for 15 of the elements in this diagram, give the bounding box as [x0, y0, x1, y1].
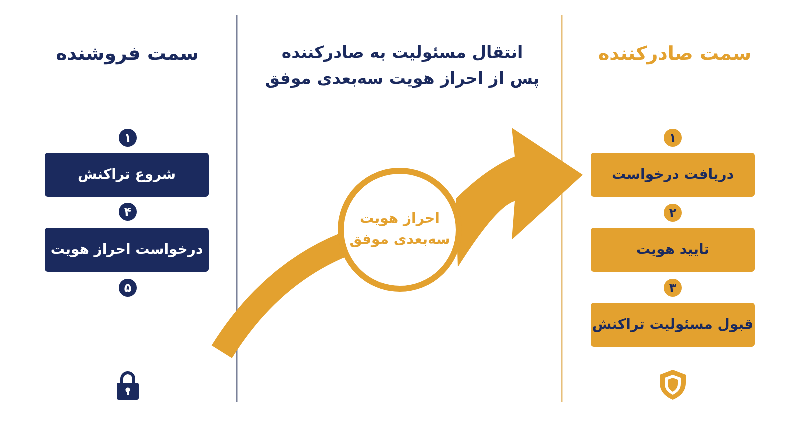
step-number-badge: ۵	[119, 279, 137, 297]
step-number-badge: ۴	[119, 203, 137, 221]
column-heading: سمت صادرکننده	[597, 42, 753, 67]
step-number-badge: ۲	[664, 204, 682, 222]
step-number-badge: ۱	[664, 129, 682, 147]
curved-arrow	[456, 128, 583, 268]
process-box: قبول مسئولیت تراکنش	[591, 303, 755, 347]
column-heading: سمت فروشنده	[55, 42, 200, 67]
process-box: شروع تراکنش	[45, 153, 209, 197]
column-heading: انتقال مسئولیت به صادرکننده پس از احراز هویت سه‌بعدی موفق	[265, 42, 540, 90]
step-number-badge: ۱	[119, 129, 137, 147]
process-box: دریافت درخواست	[591, 153, 755, 197]
step-number-badge: ۳	[664, 279, 682, 297]
process-box: درخواست احراز هویت	[45, 228, 209, 272]
process-box: تایید هویت	[591, 228, 755, 272]
